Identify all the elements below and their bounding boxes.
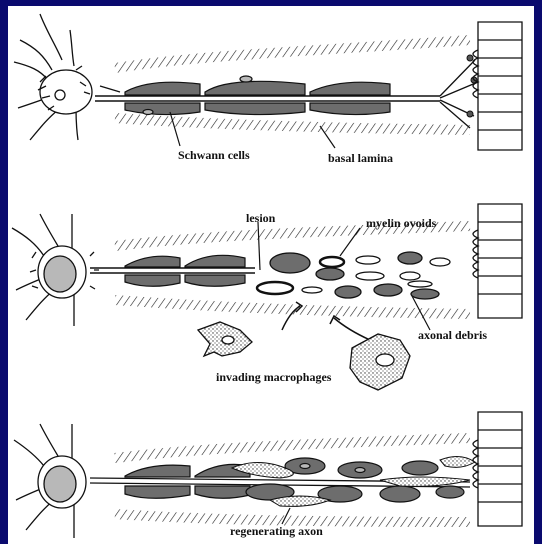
label-schwann-cells: Schwann cells — [178, 148, 250, 163]
muscle-fiber-3 — [473, 412, 522, 526]
label-axonal-debris: axonal debris — [418, 328, 487, 343]
label-myelin-ovoids: myelin ovoids — [366, 216, 436, 231]
panel-intact-neuron — [14, 14, 522, 150]
label-regenerating-axon: regenerating axon — [230, 524, 323, 539]
neuron-cell-body — [14, 14, 120, 140]
label-lesion: lesion — [246, 211, 275, 226]
panel-regeneration — [14, 412, 522, 538]
neuron-cell-body-3 — [14, 424, 86, 538]
neuron-cell-body-2 — [12, 214, 99, 326]
panel-lesion — [12, 204, 522, 390]
muscle-fiber-1 — [473, 22, 522, 150]
myelin-ovoids-and-debris — [257, 252, 450, 299]
muscle-fiber-2 — [473, 204, 522, 318]
schwann-cells-proximal — [125, 255, 245, 286]
label-basal-lamina: basal lamina — [328, 151, 393, 166]
label-invading-macrophages: invading macrophages — [216, 370, 331, 385]
schwann-cells-intact — [125, 76, 390, 115]
